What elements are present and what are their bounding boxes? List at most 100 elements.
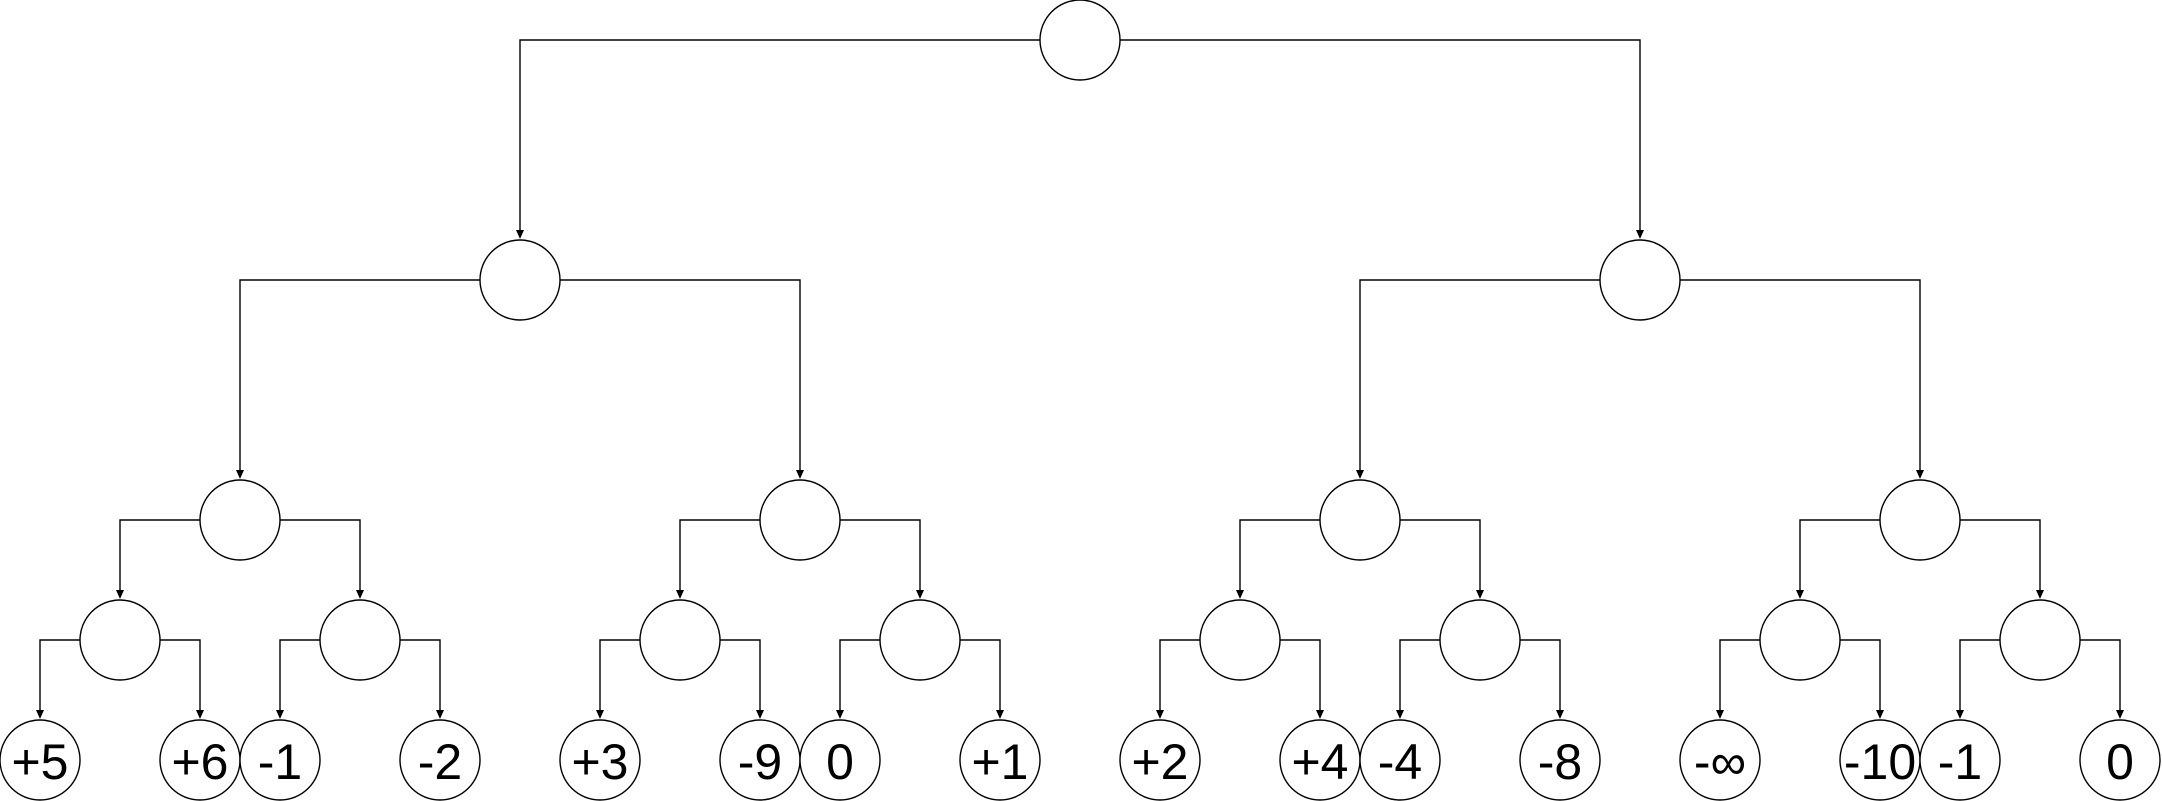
leaf-value-label: -1 [258, 734, 302, 790]
internal-node [319, 599, 401, 681]
edge-line [2080, 639, 2121, 711]
edge-line [560, 279, 801, 471]
arrowhead-icon [596, 710, 604, 719]
leaf-value-label: +5 [11, 734, 68, 790]
root-node [1039, 0, 1121, 81]
internal-node [1599, 239, 1681, 321]
arrowhead-icon [1476, 590, 1484, 599]
leaf-value-label: -1 [1938, 734, 1982, 790]
arrowhead-icon [196, 710, 204, 719]
arrowhead-icon [1716, 710, 1724, 719]
internal-node [1319, 479, 1401, 561]
edge-line [519, 39, 1040, 231]
edge-line [1359, 279, 1600, 471]
edge-line [1400, 519, 1481, 591]
arrowhead-icon [1876, 710, 1884, 719]
leaf-value-label: -4 [1378, 734, 1422, 790]
arrowhead-icon [836, 710, 844, 719]
arrowhead-icon [1916, 470, 1924, 479]
leaf-value-label: -9 [738, 734, 782, 790]
arrowhead-icon [36, 710, 44, 719]
edge-line [1799, 519, 1880, 591]
arrowhead-icon [676, 590, 684, 599]
arrowhead-icon [1636, 230, 1644, 239]
leaf-node [1119, 719, 1201, 801]
arrowhead-icon [756, 710, 764, 719]
arrowhead-icon [1236, 590, 1244, 599]
leaf-value-label: +6 [171, 734, 228, 790]
internal-node [759, 479, 841, 561]
leaf-value-label: -2 [418, 734, 462, 790]
edge-line [39, 639, 80, 711]
internal-node [639, 599, 721, 681]
internal-node [1879, 479, 1961, 561]
arrowhead-icon [996, 710, 1004, 719]
arrowhead-icon [236, 470, 244, 479]
arrowhead-icon [516, 230, 524, 239]
leaf-node [959, 719, 1041, 801]
arrowhead-icon [1156, 710, 1164, 719]
edge-line [400, 639, 441, 711]
edge-line [1159, 639, 1200, 711]
leaf-node [239, 719, 321, 801]
arrowhead-icon [1796, 590, 1804, 599]
leaf-value-label: +2 [1131, 734, 1188, 790]
leaf-node [0, 719, 81, 801]
edge-line [239, 279, 480, 471]
edge-line [839, 639, 880, 711]
edge-line [720, 639, 761, 711]
leaf-node [1519, 719, 1601, 801]
edge-line [599, 639, 640, 711]
leaf-value-label: +4 [1291, 734, 1348, 790]
arrowhead-icon [1316, 710, 1324, 719]
arrowhead-icon [436, 710, 444, 719]
leaf-value-label: +1 [971, 734, 1028, 790]
edge-line [1520, 639, 1561, 711]
arrowhead-icon [1396, 710, 1404, 719]
edge-line [1120, 39, 1641, 231]
edge-line [1840, 639, 1881, 711]
internal-node [1199, 599, 1281, 681]
edge-line [960, 639, 1001, 711]
leaf-node [2079, 719, 2161, 801]
edge-line [1239, 519, 1320, 591]
internal-node [879, 599, 961, 681]
leaf-node [1919, 719, 2001, 801]
internal-node [1999, 599, 2081, 681]
leaf-value-label: -10 [1844, 734, 1916, 790]
arrowhead-icon [1356, 470, 1364, 479]
edge-line [160, 639, 201, 711]
arrowhead-icon [916, 590, 924, 599]
leaf-node [1679, 719, 1761, 801]
edge-line [840, 519, 921, 591]
leaf-value-label: -8 [1538, 734, 1582, 790]
leaf-node [1359, 719, 1441, 801]
edge-line [1719, 639, 1760, 711]
edge-line [1680, 279, 1921, 471]
internal-node [199, 479, 281, 561]
arrowhead-icon [1956, 710, 1964, 719]
arrowhead-icon [2116, 710, 2124, 719]
edge-line [1960, 519, 2041, 591]
arrowhead-icon [356, 590, 364, 599]
leaf-value-label: 0 [2106, 734, 2134, 790]
edge-line [280, 519, 361, 591]
leaf-value-label: -∞ [1694, 734, 1746, 790]
edge-line [1399, 639, 1440, 711]
arrowhead-icon [116, 590, 124, 599]
leaf-node [399, 719, 481, 801]
leaf-value-label: +3 [571, 734, 628, 790]
leaf-value-label: 0 [826, 734, 854, 790]
leaf-node [559, 719, 641, 801]
edge-line [279, 639, 320, 711]
arrowhead-icon [2036, 590, 2044, 599]
arrowhead-icon [1556, 710, 1564, 719]
internal-node [1759, 599, 1841, 681]
arrowhead-icon [276, 710, 284, 719]
internal-node [79, 599, 161, 681]
internal-node [1439, 599, 1521, 681]
edge-line [1959, 639, 2000, 711]
leaf-node [799, 719, 881, 801]
edge-line [119, 519, 200, 591]
